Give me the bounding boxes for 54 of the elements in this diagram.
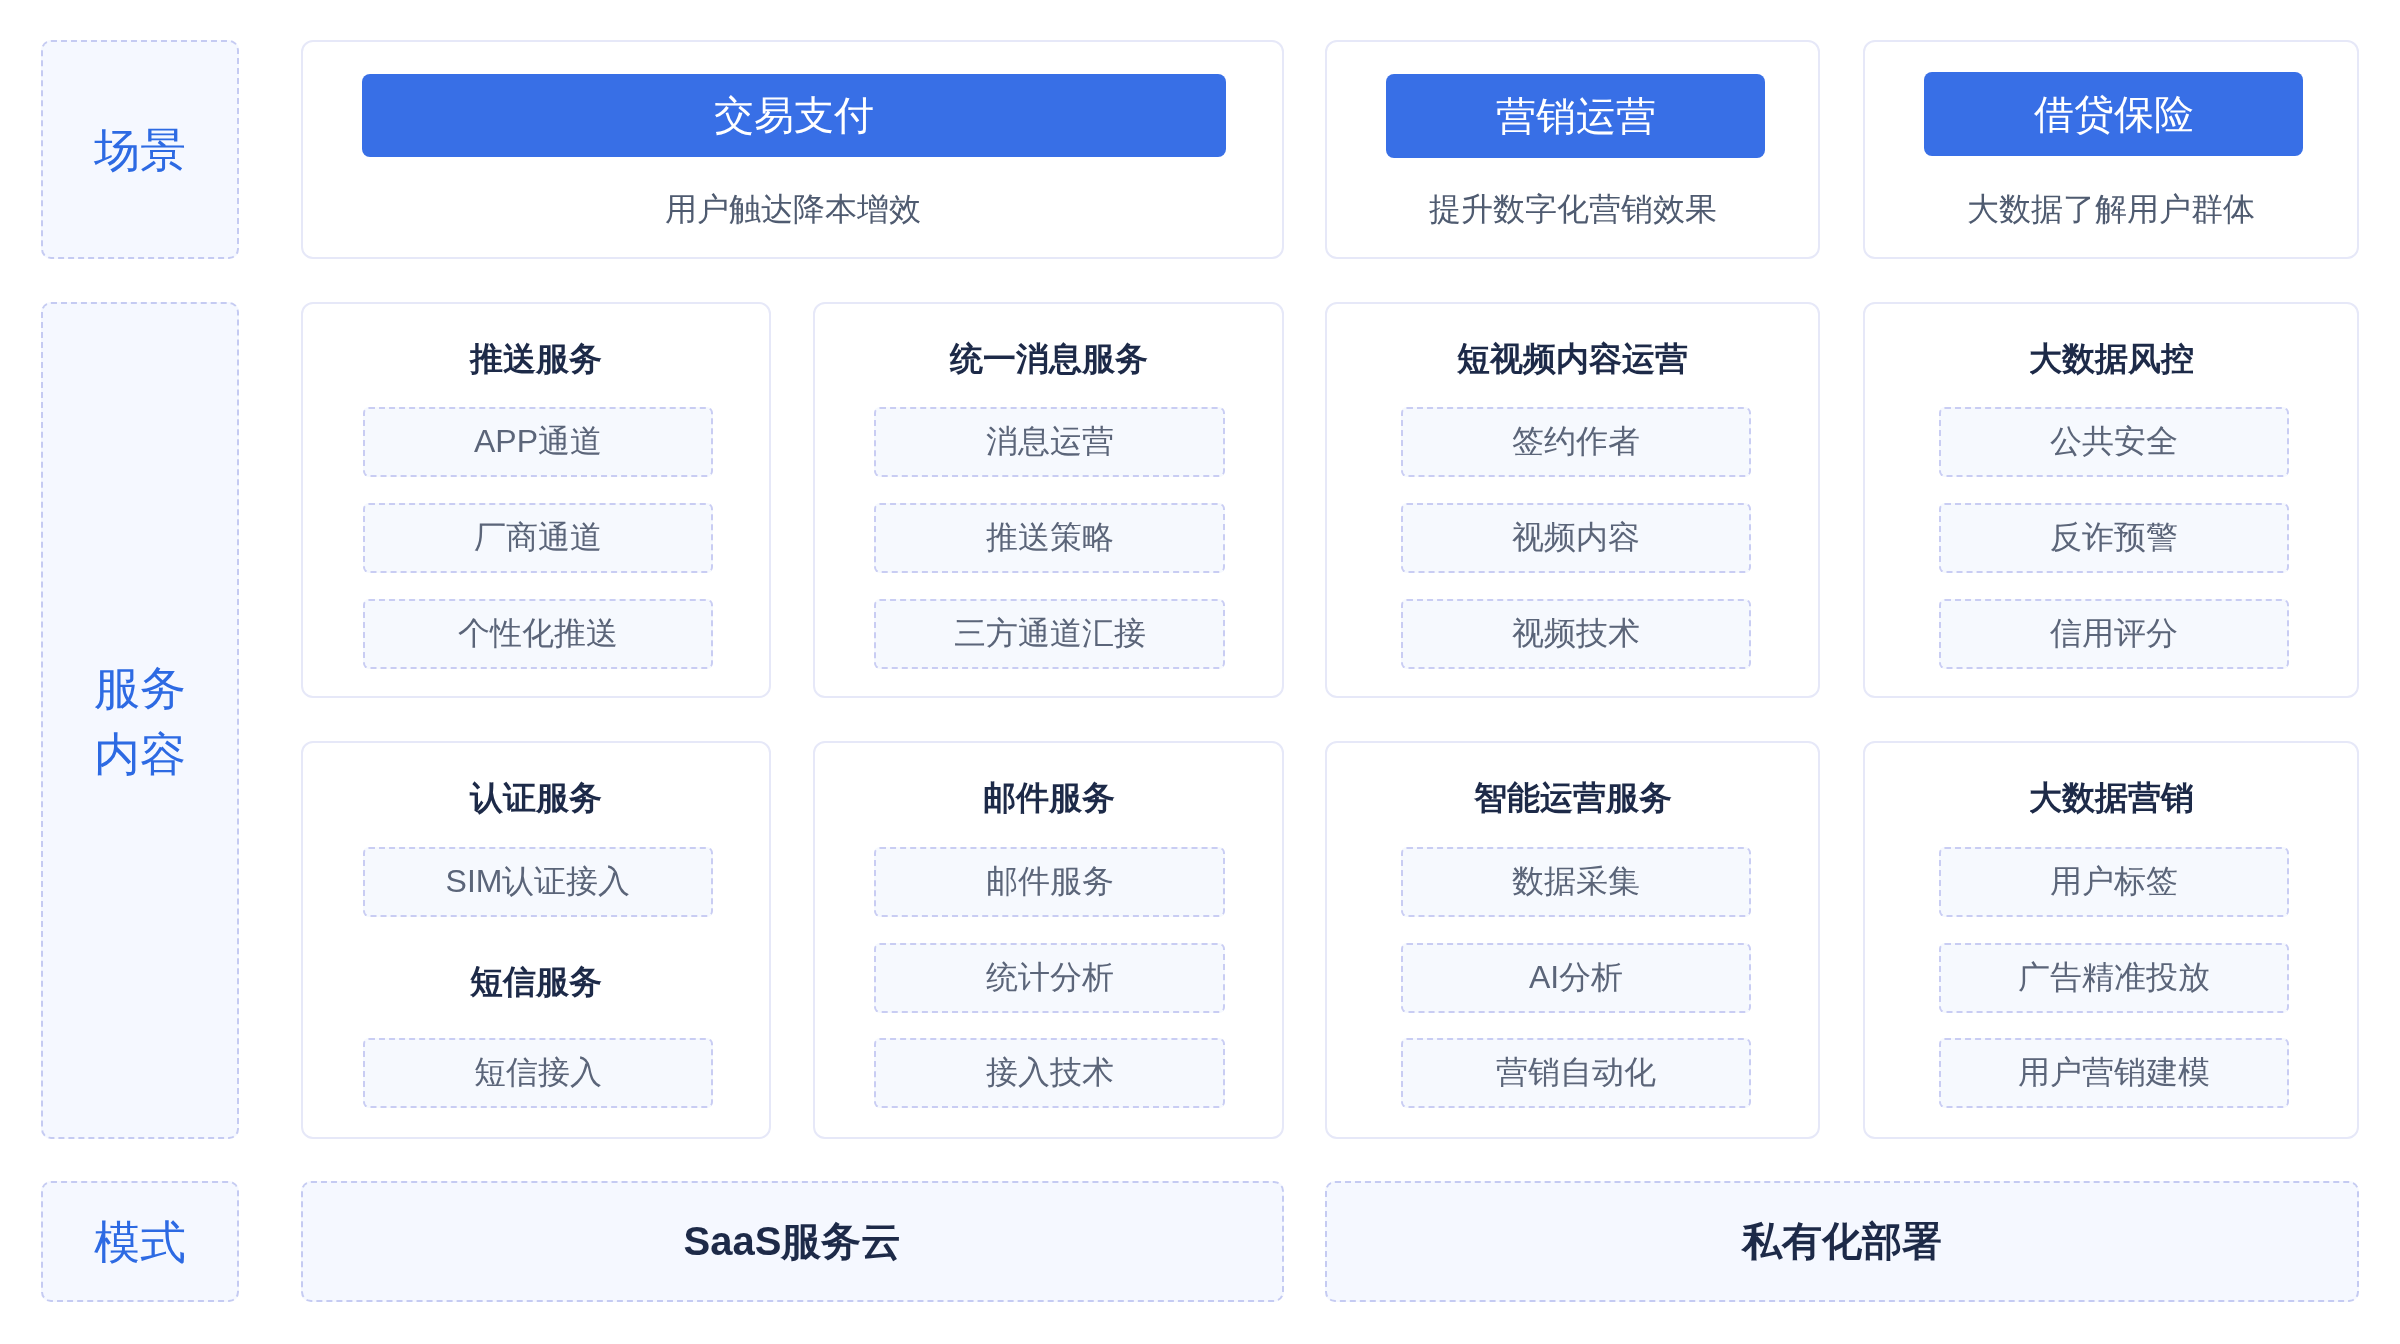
card-heading: 统一消息服务	[949, 339, 1148, 379]
service-card	[813, 741, 1284, 1139]
feature-box: 营销自动化	[1401, 1038, 1751, 1108]
row-label: 服务内容	[41, 302, 239, 1139]
feature-box: 信用评分	[1939, 599, 2289, 669]
service-card	[301, 302, 771, 698]
card-heading: 推送服务	[470, 339, 602, 379]
feature-box: 推送策略	[874, 503, 1225, 573]
feature-box: 公共安全	[1939, 407, 2289, 477]
service-card	[1325, 741, 1820, 1139]
feature-box: 邮件服务	[874, 847, 1225, 917]
feature-box: 视频技术	[1401, 599, 1751, 669]
feature-box: 用户营销建模	[1939, 1038, 2289, 1108]
heading-banner: 营销运营	[1386, 74, 1765, 158]
feature-box: APP通道	[363, 407, 713, 477]
feature-box: 用户标签	[1939, 847, 2289, 917]
card-heading: 认证服务	[470, 778, 602, 818]
feature-box: 三方通道汇接	[874, 599, 1225, 669]
service-card	[813, 302, 1284, 698]
feature-box: 视频内容	[1401, 503, 1751, 573]
card-heading: 智能运营服务	[1473, 778, 1672, 818]
card-subtitle: 用户触达降本增效	[664, 189, 921, 229]
feature-box: 个性化推送	[363, 599, 713, 669]
row-label: 场景	[41, 40, 239, 259]
card-heading: 短视频内容运营	[1457, 339, 1688, 379]
heading-banner: 借贷保险	[1924, 72, 2303, 156]
service-card	[1863, 741, 2359, 1139]
card-heading: 短信服务	[470, 962, 602, 1002]
card-subtitle: 大数据了解用户群体	[1967, 189, 2255, 229]
feature-box: 广告精准投放	[1939, 943, 2289, 1013]
deployment-box: 私有化部署	[1325, 1181, 2359, 1302]
row-label: 模式	[41, 1181, 239, 1302]
feature-box: 数据采集	[1401, 847, 1751, 917]
service-card	[1863, 302, 2359, 698]
feature-box: 反诈预警	[1939, 503, 2289, 573]
service-card	[1325, 302, 1820, 698]
card-heading: 邮件服务	[982, 778, 1115, 818]
card-heading: 大数据营销	[2028, 778, 2194, 818]
feature-box: 短信接入	[363, 1038, 713, 1108]
feature-box: SIM认证接入	[363, 847, 713, 917]
deployment-box: SaaS服务云	[301, 1181, 1284, 1302]
card-subtitle: 提升数字化营销效果	[1428, 189, 1717, 229]
feature-box: AI分析	[1401, 943, 1751, 1013]
scenario-card	[1325, 40, 1820, 259]
feature-box: 厂商通道	[363, 503, 713, 573]
scenario-card	[301, 40, 1284, 259]
feature-box: 消息运营	[874, 407, 1225, 477]
card-heading: 大数据风控	[2028, 339, 2194, 379]
service-card	[301, 741, 771, 1139]
feature-box: 签约作者	[1401, 407, 1751, 477]
feature-box: 接入技术	[874, 1038, 1225, 1108]
scenario-card	[1863, 40, 2359, 259]
heading-banner: 交易支付	[362, 74, 1226, 157]
feature-box: 统计分析	[874, 943, 1225, 1013]
